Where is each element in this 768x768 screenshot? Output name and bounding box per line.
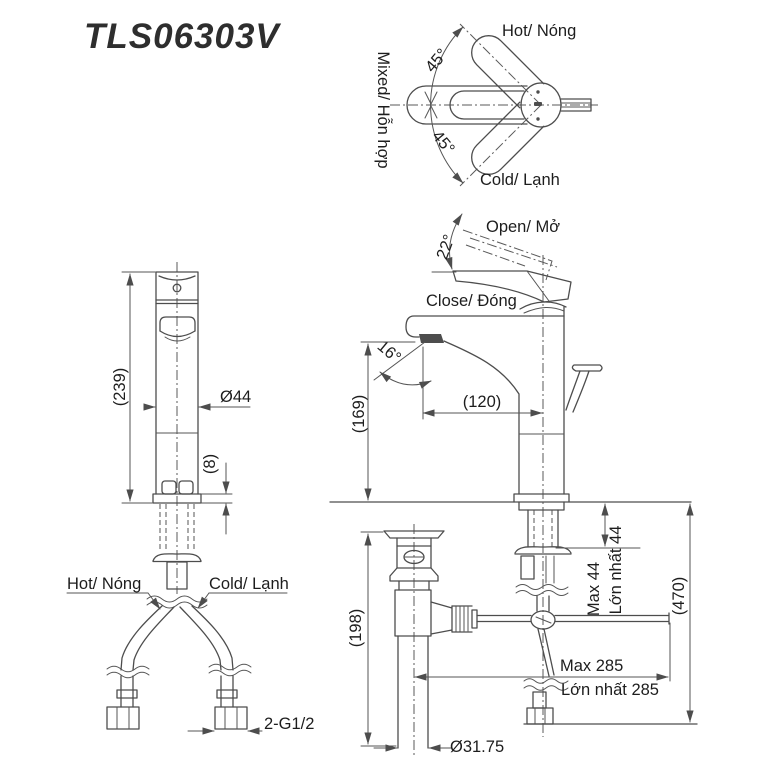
supply-hoses xyxy=(106,605,252,730)
aerator xyxy=(419,334,444,343)
centerline-hot xyxy=(459,23,542,106)
dim-max285: Max 285 Lớn nhất 285 xyxy=(414,622,671,699)
drain-tailpipe xyxy=(397,635,429,749)
detail-dot xyxy=(536,117,540,121)
faucet-body-top xyxy=(520,82,562,128)
break-line xyxy=(523,685,569,691)
dim-3175-label: Ø31.75 xyxy=(450,738,504,756)
rotation-arc-45 xyxy=(430,26,464,184)
arc-22 xyxy=(445,213,463,270)
product-code-title: TLS06303V xyxy=(84,17,281,56)
dim-thread-label: 2-G1/2 xyxy=(264,715,314,733)
hex-nut-left xyxy=(106,706,140,730)
dim-239: (239) xyxy=(111,271,156,504)
dim-max44-label-vi: Lớn nhất 44 xyxy=(607,526,625,615)
handle-cold-position xyxy=(471,101,545,175)
dim-120-label: (120) xyxy=(463,393,502,411)
label-hot-top: Hot/ Nóng xyxy=(502,22,576,40)
dim-239-label: (239) xyxy=(111,368,129,407)
supply-assembly-side xyxy=(514,501,698,725)
dim-max44-label: Max 44 xyxy=(585,562,603,616)
label-cold-front: Cold/ Lạnh xyxy=(209,575,289,593)
detail-dot xyxy=(536,90,540,94)
mounting-shank-front xyxy=(152,504,202,590)
dim-8-label: (8) xyxy=(201,454,219,474)
arc-tick-upper xyxy=(424,91,438,106)
label-hot-front: Hot/ Nóng xyxy=(67,575,141,593)
dim-max285-label-vi: Lớn nhất 285 xyxy=(561,681,659,699)
hex-nut-right xyxy=(214,706,248,730)
front-view-diagram: (239) Ø44 (8) Hot/ Nóng Cold/ Lạnh 2- xyxy=(66,262,314,735)
hex-nut-supply xyxy=(526,707,554,725)
dim-169-label: (169) xyxy=(350,395,368,434)
dim-max44: Max 44 Lớn nhất 44 xyxy=(555,503,641,616)
handle-hot-position xyxy=(471,35,545,109)
dim-470-label: (470) xyxy=(670,577,688,616)
break-line xyxy=(208,663,252,671)
top-view-diagram: Hot/ Nóng Cold/ Lạnh Mixed/ Hỗn hợp 45° … xyxy=(374,22,598,189)
arc-tick-lower xyxy=(424,104,438,119)
handle-closed xyxy=(431,270,572,303)
faucet-body-side xyxy=(405,301,603,503)
drain-assembly xyxy=(383,524,532,757)
base-plate-front xyxy=(152,493,202,504)
dim-169: (169) xyxy=(350,341,416,501)
spout-stub-top xyxy=(560,98,592,112)
label-open: Open/ Mở xyxy=(486,218,560,236)
side-view-diagram: Open/ Mở 22° Close/ Đóng 16° xyxy=(329,213,698,757)
angle-22-label: 22° xyxy=(433,232,458,262)
label-cold-top: Cold/ Lạnh xyxy=(480,171,560,189)
break-line xyxy=(515,584,569,590)
angle-16-indicator: 16° xyxy=(373,337,432,389)
dim-44-label: Ø44 xyxy=(220,388,251,406)
dim-120: (120) xyxy=(422,346,543,420)
break-line xyxy=(515,590,569,596)
dim-198: (198) xyxy=(347,531,397,747)
logo-mark xyxy=(534,102,542,106)
handle-open-phantom xyxy=(462,229,558,281)
dim-470: (470) xyxy=(670,503,694,723)
break-line xyxy=(146,595,208,603)
dim-3175: Ø31.75 xyxy=(373,738,504,756)
break-line xyxy=(106,665,150,673)
handle-mixed-position xyxy=(406,85,528,125)
break-line xyxy=(208,669,252,677)
cold-leader: Cold/ Lạnh xyxy=(197,575,289,609)
rod-pivot-ball xyxy=(530,610,556,630)
hot-leader: Hot/ Nóng xyxy=(66,575,161,610)
break-line xyxy=(106,671,150,679)
faucet-body-front xyxy=(152,271,202,504)
dim-max285-label: Max 285 xyxy=(560,657,623,675)
dim-thread: 2-G1/2 xyxy=(187,715,314,735)
dim-44: Ø44 xyxy=(143,388,251,411)
base-plate-side xyxy=(513,493,570,503)
dim-8: (8) xyxy=(200,454,233,535)
dim-198-label: (198) xyxy=(347,609,365,648)
angle-45-upper: 45° xyxy=(422,45,452,76)
angle-45-lower: 45° xyxy=(428,127,458,158)
label-close: Close/ Đóng xyxy=(426,292,517,310)
centerline-cold xyxy=(459,104,542,187)
label-mixed: Mixed/ Hỗn hợp xyxy=(374,51,393,168)
lift-rod xyxy=(565,364,603,413)
